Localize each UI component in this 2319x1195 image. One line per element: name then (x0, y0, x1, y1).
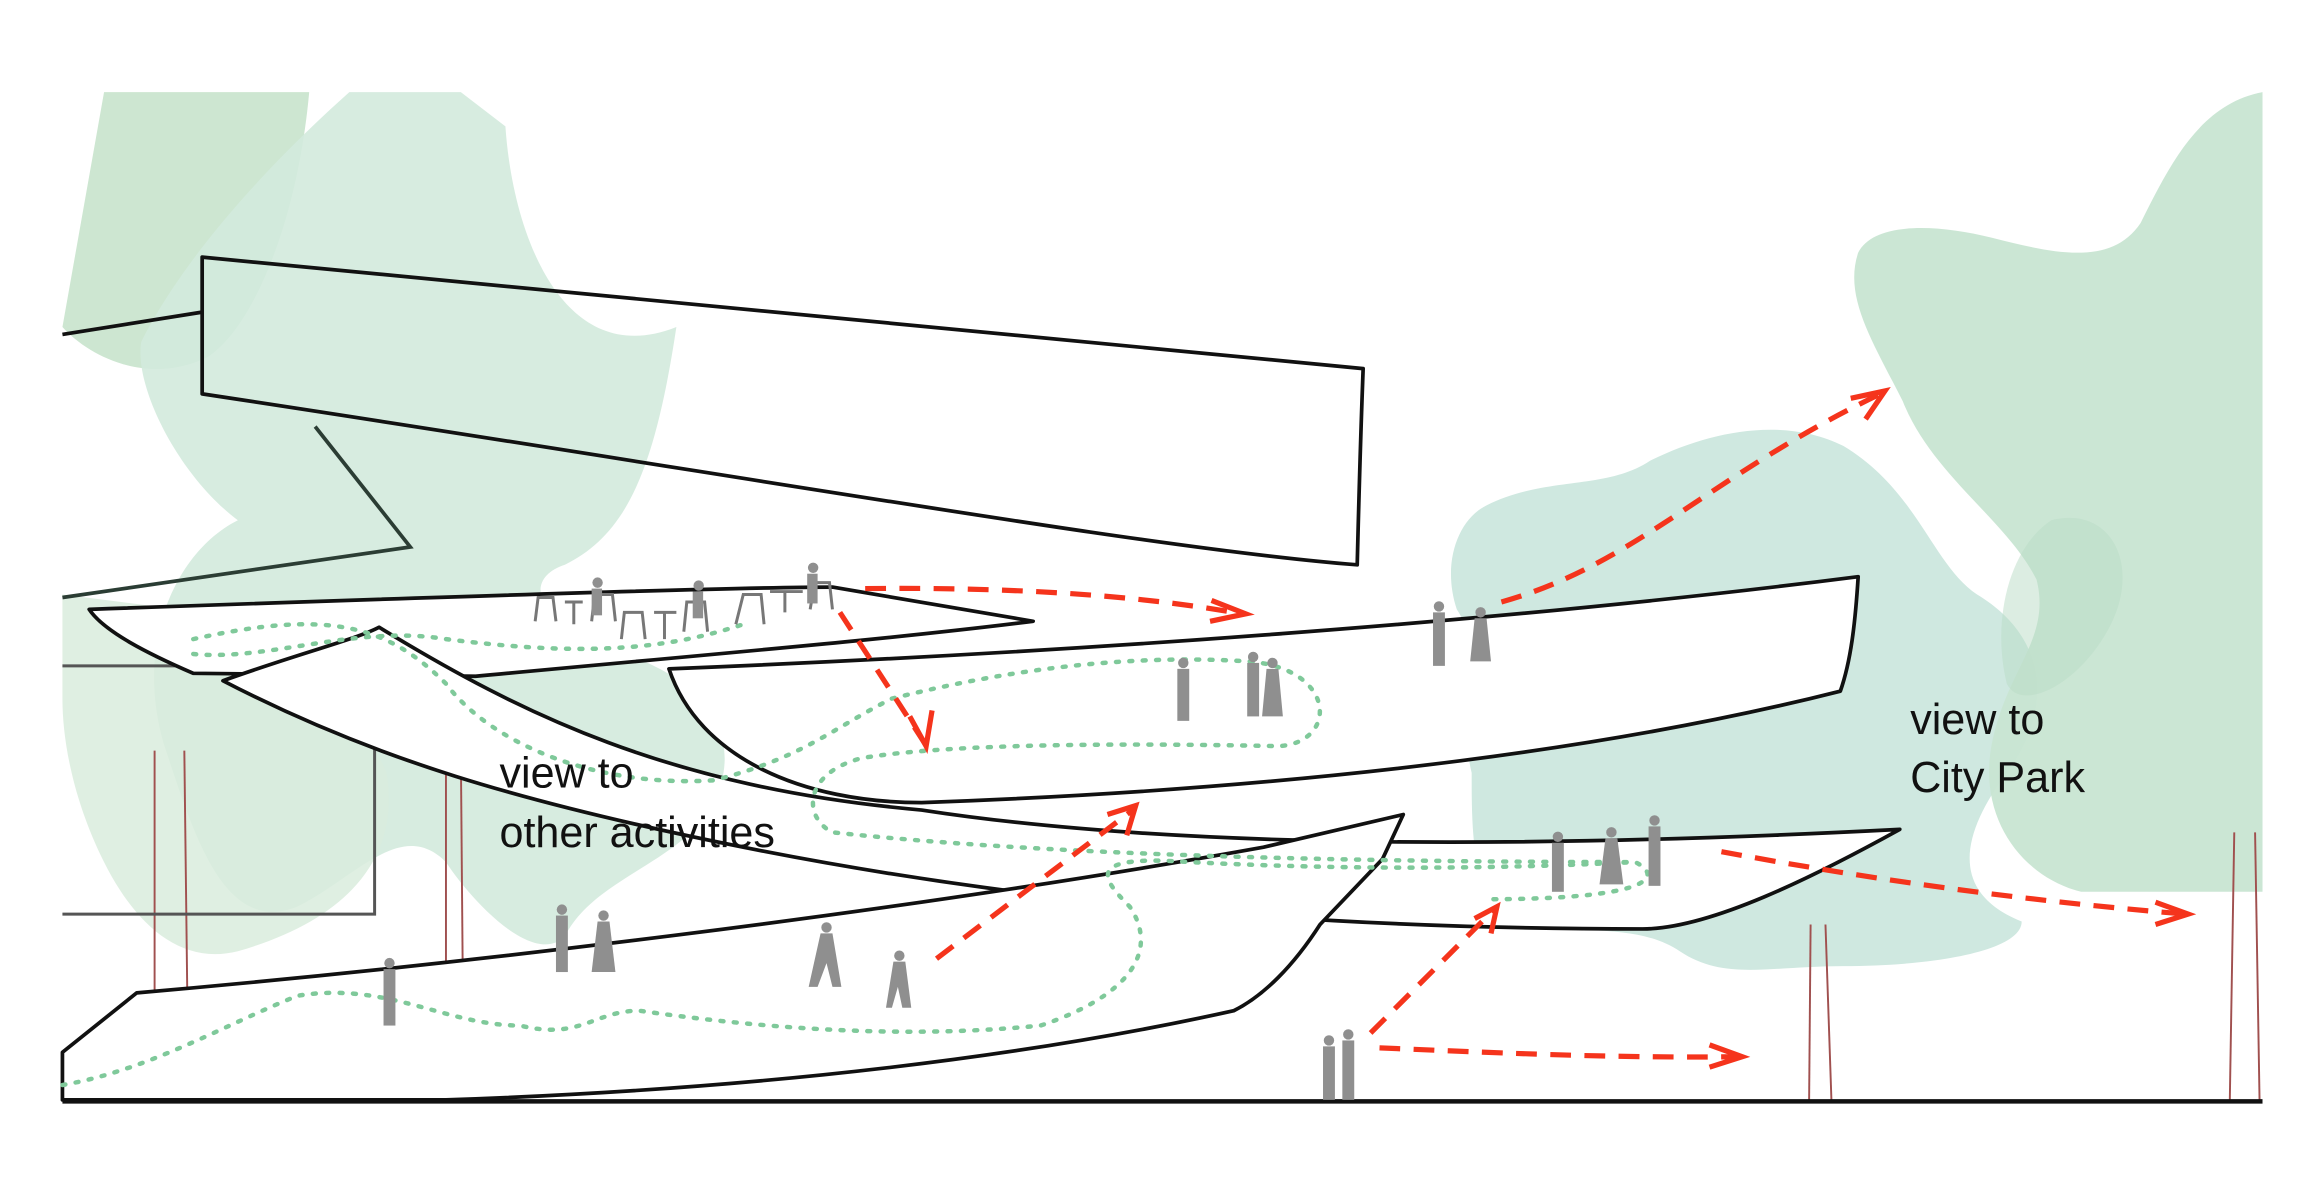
view-arrow (1720, 849, 2186, 917)
tree-trunk (1824, 924, 1833, 1100)
view-arrow (865, 585, 1235, 615)
label-view-other-activities-line2: other activities (499, 809, 774, 857)
circulation-route (60, 858, 1638, 1088)
arrowhead (1850, 386, 1891, 421)
person-figure (383, 957, 396, 1026)
tree-trunk (1808, 924, 1812, 1100)
label-view-other-activities-line1: view to (499, 750, 633, 798)
label-view-city-park-line1: view to (1910, 696, 2044, 744)
upper-box (200, 255, 1366, 567)
person-figure (1323, 1035, 1335, 1100)
person-figure (1599, 827, 1624, 885)
arrowhead (1106, 801, 1140, 837)
circulation-route (191, 622, 746, 658)
tree-trunk (2254, 832, 2261, 1100)
view-arrow (934, 807, 1135, 961)
person-figure (555, 904, 568, 973)
person-figure (885, 950, 912, 1008)
person-figure (692, 580, 704, 619)
view-arrow (1368, 907, 1496, 1035)
circulation-route (191, 622, 1650, 902)
view-arrows (837, 386, 2197, 1070)
people-figures (383, 562, 1661, 1100)
tree-trunk (2228, 832, 2236, 1100)
label-view-city-park-line2: City Park (1910, 754, 2085, 802)
middle-deck (667, 574, 1861, 805)
tree-canopy-right-tall (1854, 92, 2263, 892)
circulation-routes (60, 622, 1650, 1088)
person-figure (1247, 651, 1260, 717)
view-arrow (1500, 391, 1882, 605)
person-figure (1433, 601, 1445, 666)
arrowhead (907, 710, 935, 754)
view-arrow (837, 610, 927, 745)
person-figure (1177, 657, 1190, 721)
support-zigzag (62, 425, 414, 600)
lower-deck (60, 812, 1406, 1102)
person-figure (808, 922, 842, 987)
upper-box (62, 310, 203, 337)
tree-canopy-right-overlap (2001, 517, 2123, 696)
building-structure (60, 255, 2263, 1104)
person-figure (1262, 657, 1283, 717)
tree-trunk (183, 750, 189, 996)
view-arrow (1379, 1045, 1737, 1060)
arrowhead (1708, 1042, 1751, 1070)
cafe-chairs-tables (533, 581, 834, 640)
person-figure (1551, 831, 1564, 892)
person-figure (807, 562, 819, 604)
person-figure (591, 910, 616, 973)
arrowhead (1473, 901, 1501, 934)
person-figure (1470, 607, 1491, 662)
person-figure (1342, 1029, 1355, 1100)
arrowhead (2154, 899, 2197, 927)
arrowhead (1209, 598, 1255, 624)
ramp (221, 625, 1902, 931)
person-figure (1648, 815, 1661, 886)
person-figure (591, 577, 603, 616)
